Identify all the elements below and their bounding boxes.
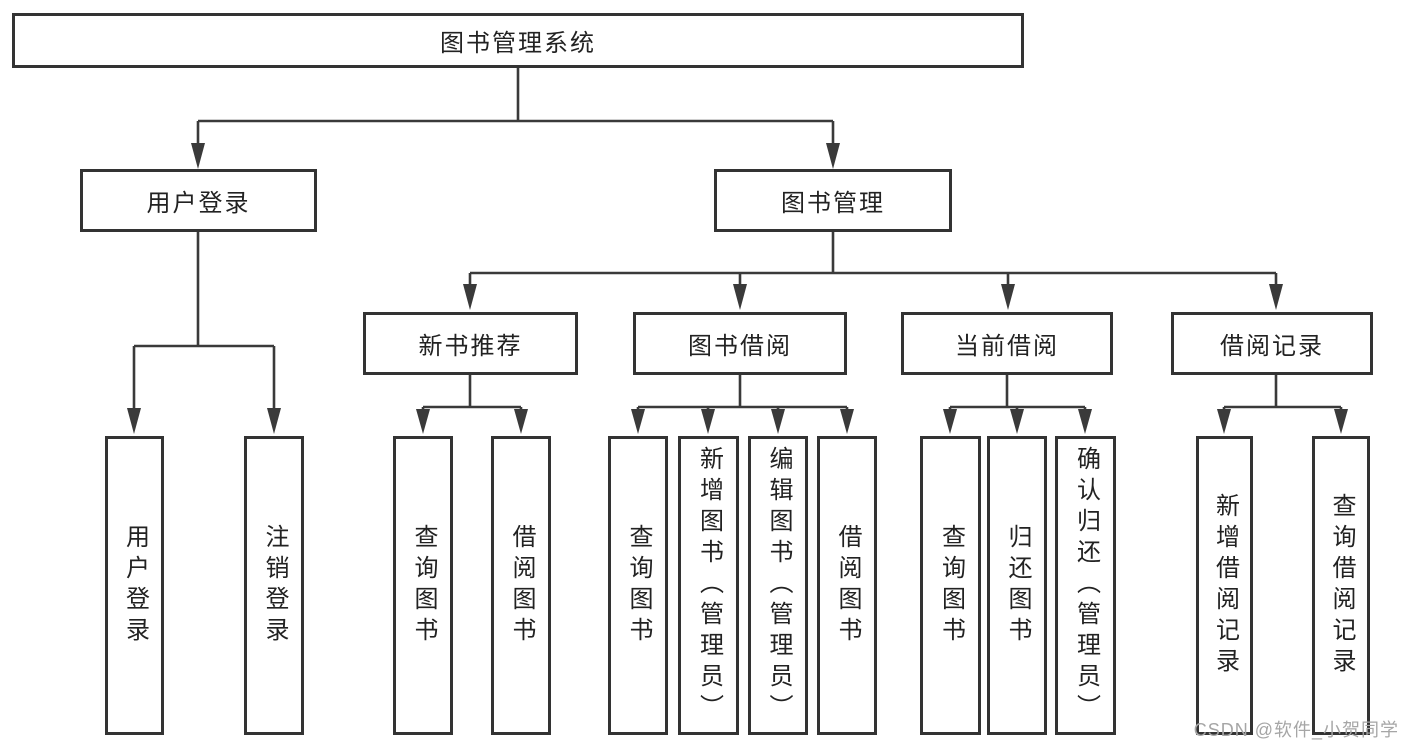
node-user-login: 用户登录 <box>80 169 317 232</box>
leaf-record-add-label: 新增借阅记录 <box>1211 492 1239 679</box>
leaf-borrow-edit-book-label: 编辑图书（管理员） <box>765 446 792 725</box>
connector-new-book-leaves <box>421 375 523 411</box>
node-book-borrow-label: 图书借阅 <box>688 333 792 360</box>
leaf-borrow-query-label: 查询图书 <box>625 523 652 648</box>
leaf-current-confirm-return: 确认归还（管理员） <box>1055 436 1116 735</box>
leaf-borrow-book: 借阅图书 <box>817 436 877 735</box>
arrowhead <box>1217 409 1231 434</box>
node-root-label: 图书管理系统 <box>440 30 596 57</box>
node-book-management-label: 图书管理 <box>781 190 885 217</box>
arrowhead <box>514 409 528 434</box>
connector-root-to-level2 <box>196 68 835 145</box>
arrowhead <box>1334 409 1348 434</box>
leaf-user-login-label: 用户登录 <box>121 523 149 648</box>
arrowhead <box>771 409 785 434</box>
leaf-record-query-label: 查询借阅记录 <box>1328 492 1355 679</box>
arrowhead <box>191 143 205 169</box>
leaf-current-confirm-return-label: 确认归还（管理员） <box>1072 446 1100 725</box>
node-book-borrow: 图书借阅 <box>633 312 847 375</box>
node-borrow-record: 借阅记录 <box>1171 312 1373 375</box>
arrowhead <box>701 409 715 434</box>
leaf-borrow-edit-book: 编辑图书（管理员） <box>748 436 808 735</box>
arrowhead <box>1010 409 1024 434</box>
leaf-user-login: 用户登录 <box>105 436 164 735</box>
connector-user-login-leaves <box>132 232 276 410</box>
arrowhead <box>267 408 281 434</box>
leaf-new-book-borrow-label: 借阅图书 <box>508 523 535 648</box>
arrowhead <box>1078 409 1092 434</box>
connector-borrow-record-leaves <box>1222 375 1343 411</box>
leaf-borrow-query: 查询图书 <box>608 436 668 735</box>
arrowhead <box>463 284 477 310</box>
arrowhead <box>943 409 957 434</box>
arrowhead <box>127 408 141 434</box>
leaf-record-add: 新增借阅记录 <box>1196 436 1253 735</box>
watermark: CSDN @软件_小贺同学 <box>1193 720 1399 740</box>
node-user-login-label: 用户登录 <box>146 190 251 217</box>
leaf-logout: 注销登录 <box>244 436 304 735</box>
leaf-current-return: 归还图书 <box>987 436 1047 735</box>
leaf-new-book-query: 查询图书 <box>393 436 453 735</box>
leaf-current-return-label: 归还图书 <box>1004 523 1031 648</box>
node-root: 图书管理系统 <box>12 13 1024 68</box>
leaf-new-book-borrow: 借阅图书 <box>491 436 551 735</box>
leaf-borrow-add-book-label: 新增图书（管理员） <box>695 446 723 725</box>
node-current-borrow: 当前借阅 <box>901 312 1113 375</box>
node-current-borrow-label: 当前借阅 <box>955 333 1059 360</box>
leaf-borrow-book-label: 借阅图书 <box>834 523 861 648</box>
leaf-logout-label: 注销登录 <box>261 523 288 648</box>
leaf-current-query-label: 查询图书 <box>937 523 965 648</box>
arrowhead <box>416 409 430 434</box>
connector-book-borrow-leaves <box>636 375 849 411</box>
arrowhead <box>1269 284 1283 310</box>
arrowhead <box>631 409 645 434</box>
leaf-new-book-query-label: 查询图书 <box>410 523 437 648</box>
leaf-borrow-add-book: 新增图书（管理员） <box>678 436 739 735</box>
node-borrow-record-label: 借阅记录 <box>1220 333 1324 360</box>
leaf-record-query: 查询借阅记录 <box>1312 436 1370 735</box>
leaf-current-query: 查询图书 <box>920 436 981 735</box>
node-new-book-label: 新书推荐 <box>418 333 523 360</box>
arrowhead <box>826 143 840 169</box>
connector-book-management-level3 <box>468 232 1278 286</box>
arrowhead <box>733 284 747 310</box>
arrowhead <box>1001 284 1015 310</box>
connector-current-borrow-leaves <box>948 375 1087 411</box>
node-book-management: 图书管理 <box>714 169 952 232</box>
node-new-book: 新书推荐 <box>363 312 578 375</box>
arrowhead <box>840 409 854 434</box>
